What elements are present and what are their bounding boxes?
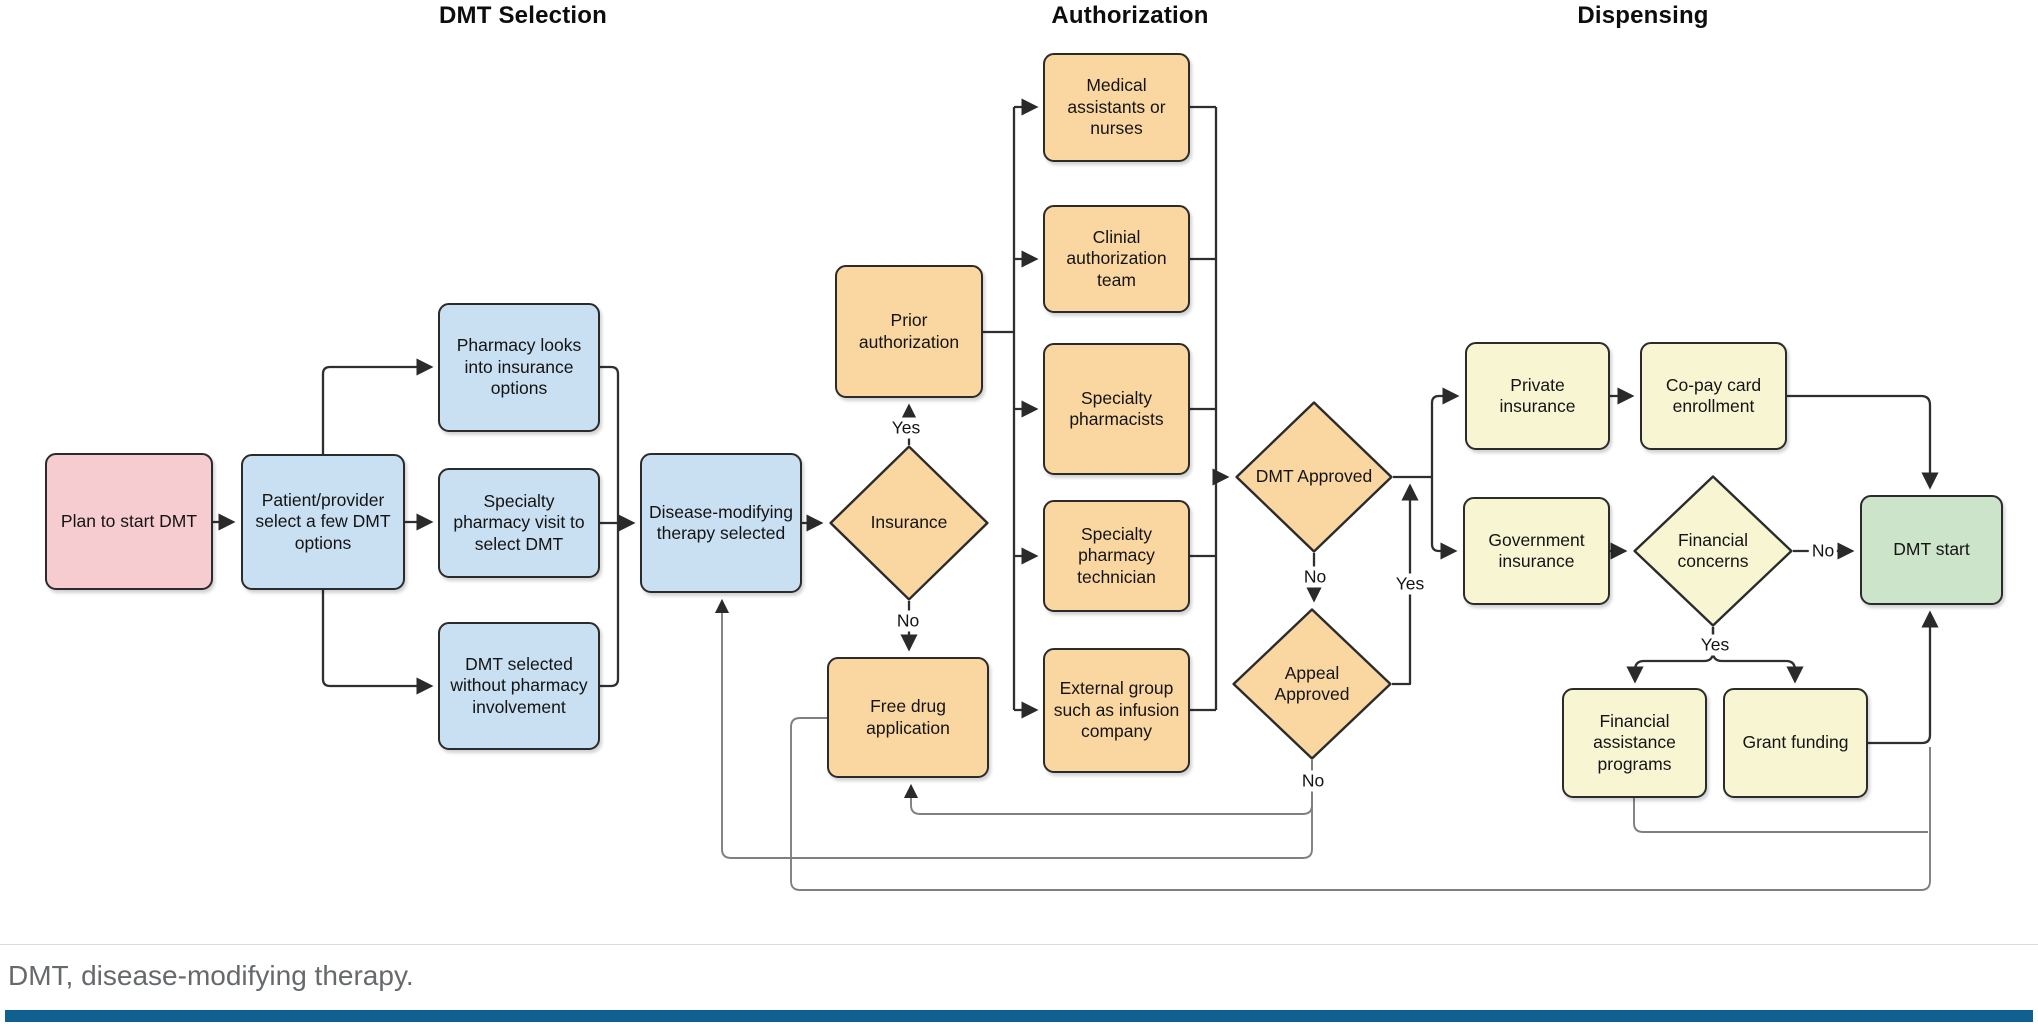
node-insurance-decision: Insurance (829, 445, 989, 601)
diamond-shape (1232, 608, 1392, 760)
node-label: Co-pay card enrollment (1665, 374, 1762, 416)
node-specialty-pharmacy-visit: Specialty pharmacy visit to select DMT (438, 468, 600, 578)
node-dmt-approved-decision: DMT Approved (1235, 401, 1393, 553)
diamond-shape (1633, 475, 1793, 627)
node-label: Private insurance (1499, 374, 1576, 416)
edge-label-insurance-no: No (893, 610, 923, 632)
node-grant-funding: Grant funding (1723, 688, 1868, 798)
diamond-shape (1235, 401, 1393, 553)
node-label: Plan to start DMT (60, 510, 198, 531)
node-specialty-pharmacy-technician: Specialty pharmacy technician (1043, 500, 1190, 612)
node-label: DMT Approved (1255, 466, 1373, 487)
section-header-dispensing: Dispensing (1577, 2, 1709, 29)
node-pharmacy-looks-into-insurance: Pharmacy looks into insurance options (438, 303, 600, 432)
node-clinical-authorization-team: Clinial authorization team (1043, 205, 1190, 313)
node-copay-card-enrollment: Co-pay card enrollment (1640, 342, 1787, 450)
node-label: Clinial authorization team (1066, 226, 1167, 290)
edge-label-financial-no: No (1808, 540, 1838, 562)
diamond-shape (829, 445, 989, 601)
node-label: Patient/provider select a few DMT option… (255, 489, 391, 553)
node-government-insurance: Government insurance (1463, 497, 1610, 605)
node-medical-assistants-nurses: Medical assistants or nurses (1043, 53, 1190, 162)
footer-accent-bar (5, 1010, 2033, 1022)
edge-label-appeal-yes: Yes (1392, 573, 1428, 595)
node-free-drug-application: Free drug application (827, 657, 989, 778)
node-label: Disease-modifying therapy selected (649, 501, 793, 543)
node-label: Grant funding (1742, 732, 1849, 753)
node-label: Specialty pharmacists (1069, 387, 1164, 429)
edge-label-appeal-no: No (1298, 770, 1328, 792)
node-label: Financial concerns (1677, 529, 1749, 571)
node-financial-assistance-programs: Financial assistance programs (1562, 688, 1707, 798)
section-header-authorization: Authorization (1051, 2, 1209, 29)
edge-label-dmt-approved-no: No (1300, 566, 1330, 588)
node-financial-concerns-decision: Financial concerns (1633, 475, 1793, 627)
node-label: Prior authorization (858, 310, 960, 352)
node-appeal-approved-decision: Appeal Approved (1232, 608, 1392, 760)
node-label: DMT selected without pharmacy involvemen… (450, 653, 588, 717)
figure-caption: DMT, disease-modifying therapy. (8, 960, 414, 991)
node-specialty-pharmacists: Specialty pharmacists (1043, 343, 1190, 475)
node-label: Financial assistance programs (1593, 710, 1676, 774)
node-label: External group such as infusion company (1053, 678, 1180, 742)
node-label: DMT start (1893, 539, 1970, 560)
edge-label-financial-yes: Yes (1697, 634, 1733, 656)
edge-label-insurance-yes: Yes (888, 417, 924, 439)
node-patient-provider-select: Patient/provider select a few DMT option… (241, 454, 405, 590)
node-label: Pharmacy looks into insurance options (456, 335, 582, 399)
node-dmt-selected-without-pharmacy: DMT selected without pharmacy involvemen… (438, 622, 600, 750)
node-label: Government insurance (1488, 529, 1585, 571)
node-label: Specialty pharmacy technician (1077, 523, 1156, 587)
node-label: Free drug application (866, 696, 950, 738)
node-private-insurance: Private insurance (1465, 342, 1610, 450)
section-header-dmt-selection: DMT Selection (439, 2, 607, 29)
node-external-group-infusion: External group such as infusion company (1043, 648, 1190, 773)
divider-rule (0, 944, 2038, 945)
node-dmt-start: DMT start (1860, 495, 2003, 605)
node-plan-to-start-dmt: Plan to start DMT (45, 453, 213, 590)
node-therapy-selected: Disease-modifying therapy selected (640, 453, 802, 593)
node-label: Insurance (870, 512, 948, 533)
node-label: Specialty pharmacy visit to select DMT (453, 490, 585, 554)
node-label: Appeal Approved (1274, 662, 1350, 704)
node-prior-authorization: Prior authorization (835, 265, 983, 398)
node-label: Medical assistants or nurses (1067, 75, 1166, 139)
